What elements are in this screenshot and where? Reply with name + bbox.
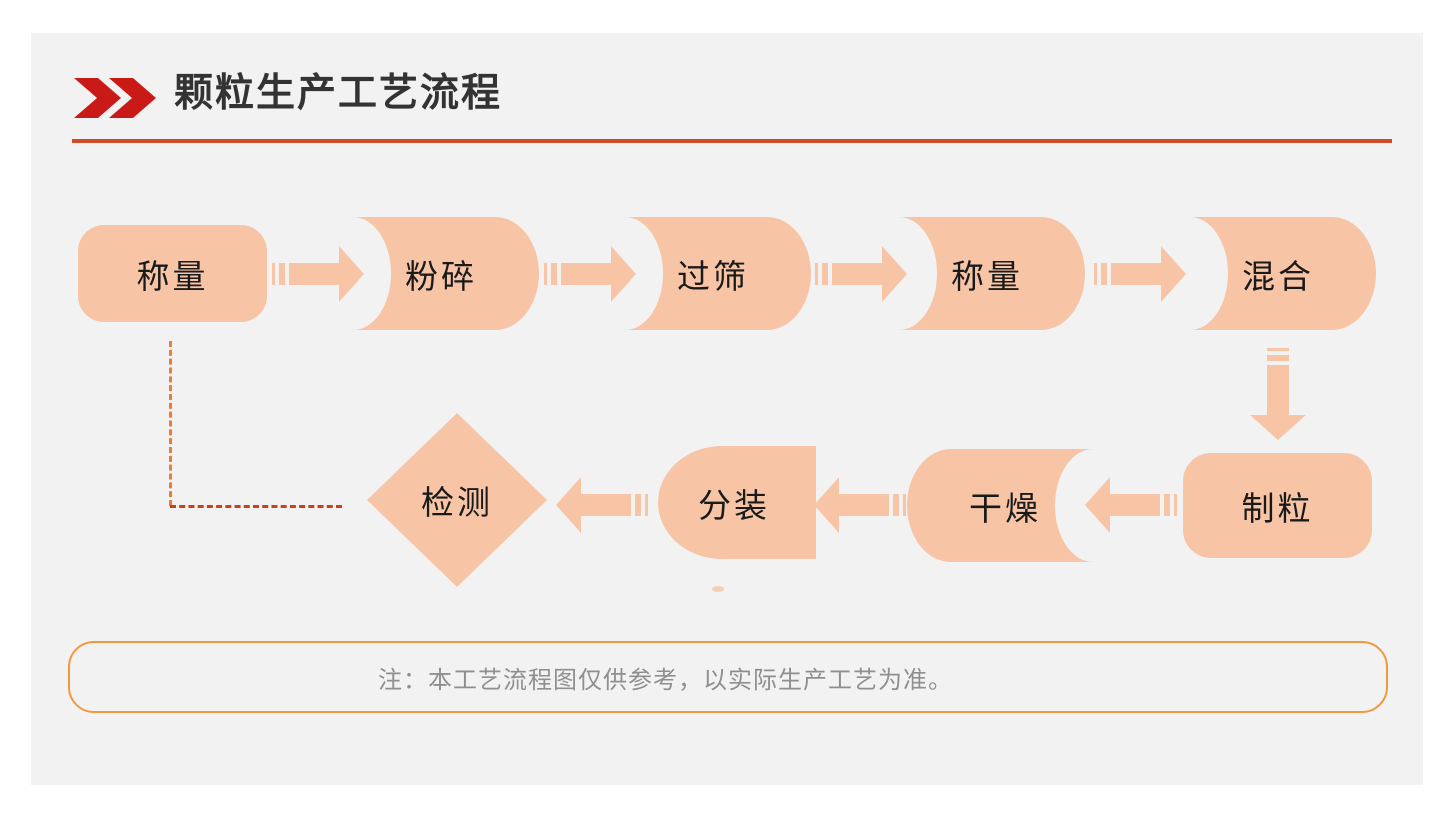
striped-right-arrow-icon (815, 246, 907, 302)
title-underline (72, 139, 1392, 143)
decorative-dot (712, 586, 724, 592)
striped-right-arrow-icon (1094, 246, 1186, 302)
curved-band-shape (899, 217, 1085, 330)
flow-step-label: 制粒 (1241, 489, 1314, 527)
striped-left-arrow-icon (814, 477, 906, 533)
round-left-shape (658, 446, 816, 559)
flow-step-label: 干燥 (969, 489, 1041, 527)
double-chevron-right-icon (74, 78, 156, 118)
flow-step-sieving: 过筛 (615, 217, 811, 330)
striped-left-arrow-icon (1085, 477, 1177, 533)
flow-step-weighing-1: 称量 (78, 225, 267, 322)
flow-step-label: 混合 (1242, 257, 1314, 295)
flow-step-granulating: 制粒 (1183, 453, 1372, 558)
flow-step-inspection: 检测 (366, 412, 548, 588)
curved-band-shape (1190, 217, 1376, 330)
dashed-connector-horizontal (170, 505, 342, 508)
dashed-connector-vertical (169, 341, 172, 506)
striped-right-arrow-icon (272, 246, 364, 302)
flow-step-label: 粉碎 (405, 257, 477, 295)
striped-right-arrow-icon (544, 246, 636, 302)
flow-step-label: 称量 (951, 257, 1023, 295)
flow-step-packing: 分装 (652, 446, 816, 559)
flow-step-weighing-2: 称量 (889, 217, 1085, 330)
flow-step-crushing: 粉碎 (343, 217, 539, 330)
flow-step-label: 检测 (421, 484, 493, 521)
flow-step-label: 称量 (136, 257, 209, 295)
note-text: 注：本工艺流程图仅供参考，以实际生产工艺为准。 (378, 666, 953, 694)
page-title: 颗粒生产工艺流程 (174, 72, 503, 115)
flow-step-mixing: 混合 (1180, 217, 1376, 330)
curved-band-shape (353, 217, 539, 330)
diamond-shape (367, 413, 547, 587)
flow-step-label: 分装 (698, 486, 770, 524)
curved-band-shape (907, 449, 1093, 562)
flow-step-drying: 干燥 (907, 449, 1103, 562)
curved-band-shape (625, 217, 811, 330)
striped-left-arrow-icon (556, 477, 648, 533)
flow-step-label: 过筛 (677, 257, 749, 295)
note-box: 注：本工艺流程图仅供参考，以实际生产工艺为准。 (68, 641, 1388, 713)
striped-down-arrow-icon (1250, 348, 1306, 440)
content-panel (31, 33, 1423, 785)
